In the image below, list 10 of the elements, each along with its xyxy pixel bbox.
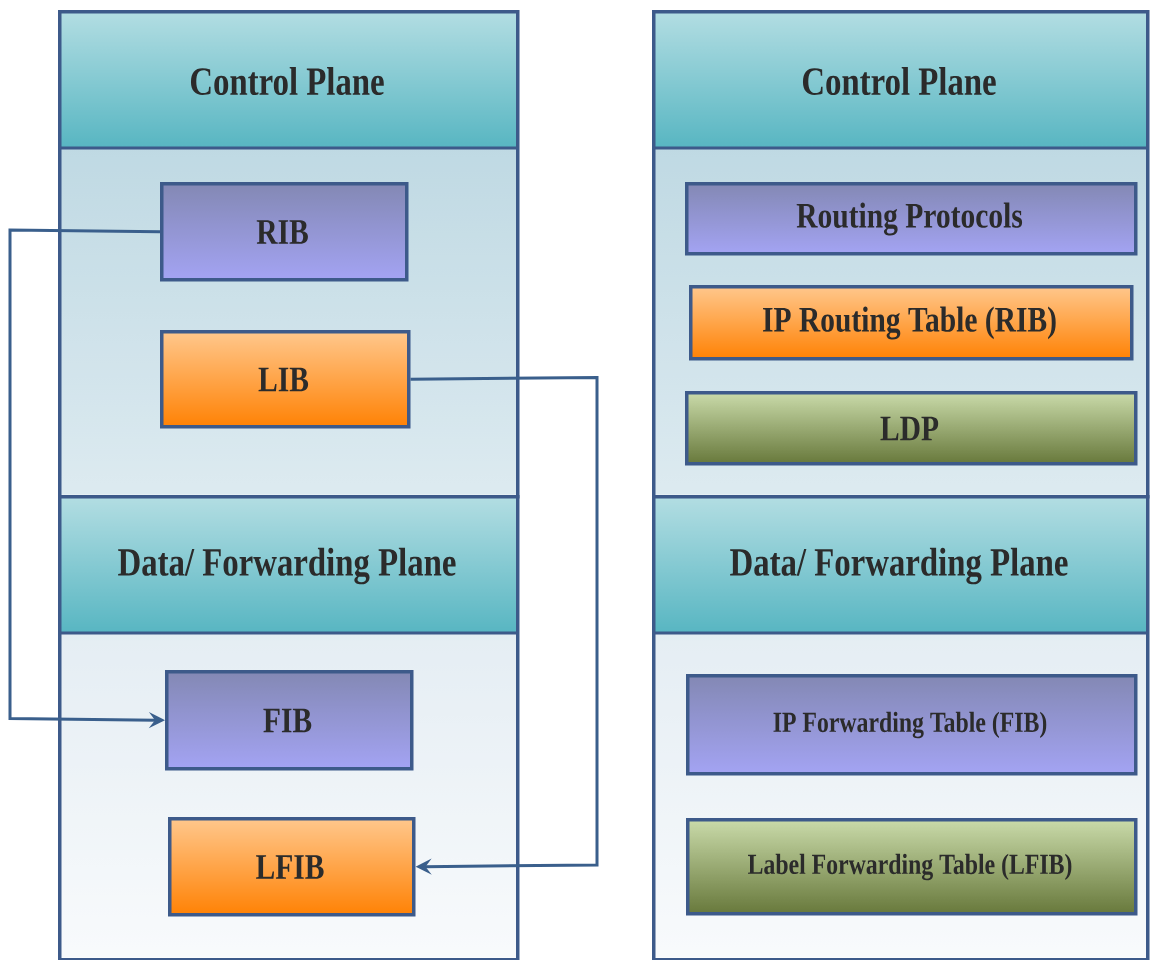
table-box: FIB: [165, 670, 414, 771]
table-box: Label Forwarding Table (LFIB): [686, 818, 1138, 916]
table-box: LDP: [685, 391, 1138, 466]
table-box: LIB: [160, 330, 411, 429]
table-box: IP Routing Table (RIB): [689, 285, 1134, 361]
table-box: RIB: [160, 182, 409, 282]
table-box: Routing Protocols: [685, 182, 1138, 256]
arrow: [410, 376, 599, 875]
table-box: LFIB: [168, 817, 416, 917]
table-box: IP Forwarding Table (FIB): [686, 674, 1138, 776]
